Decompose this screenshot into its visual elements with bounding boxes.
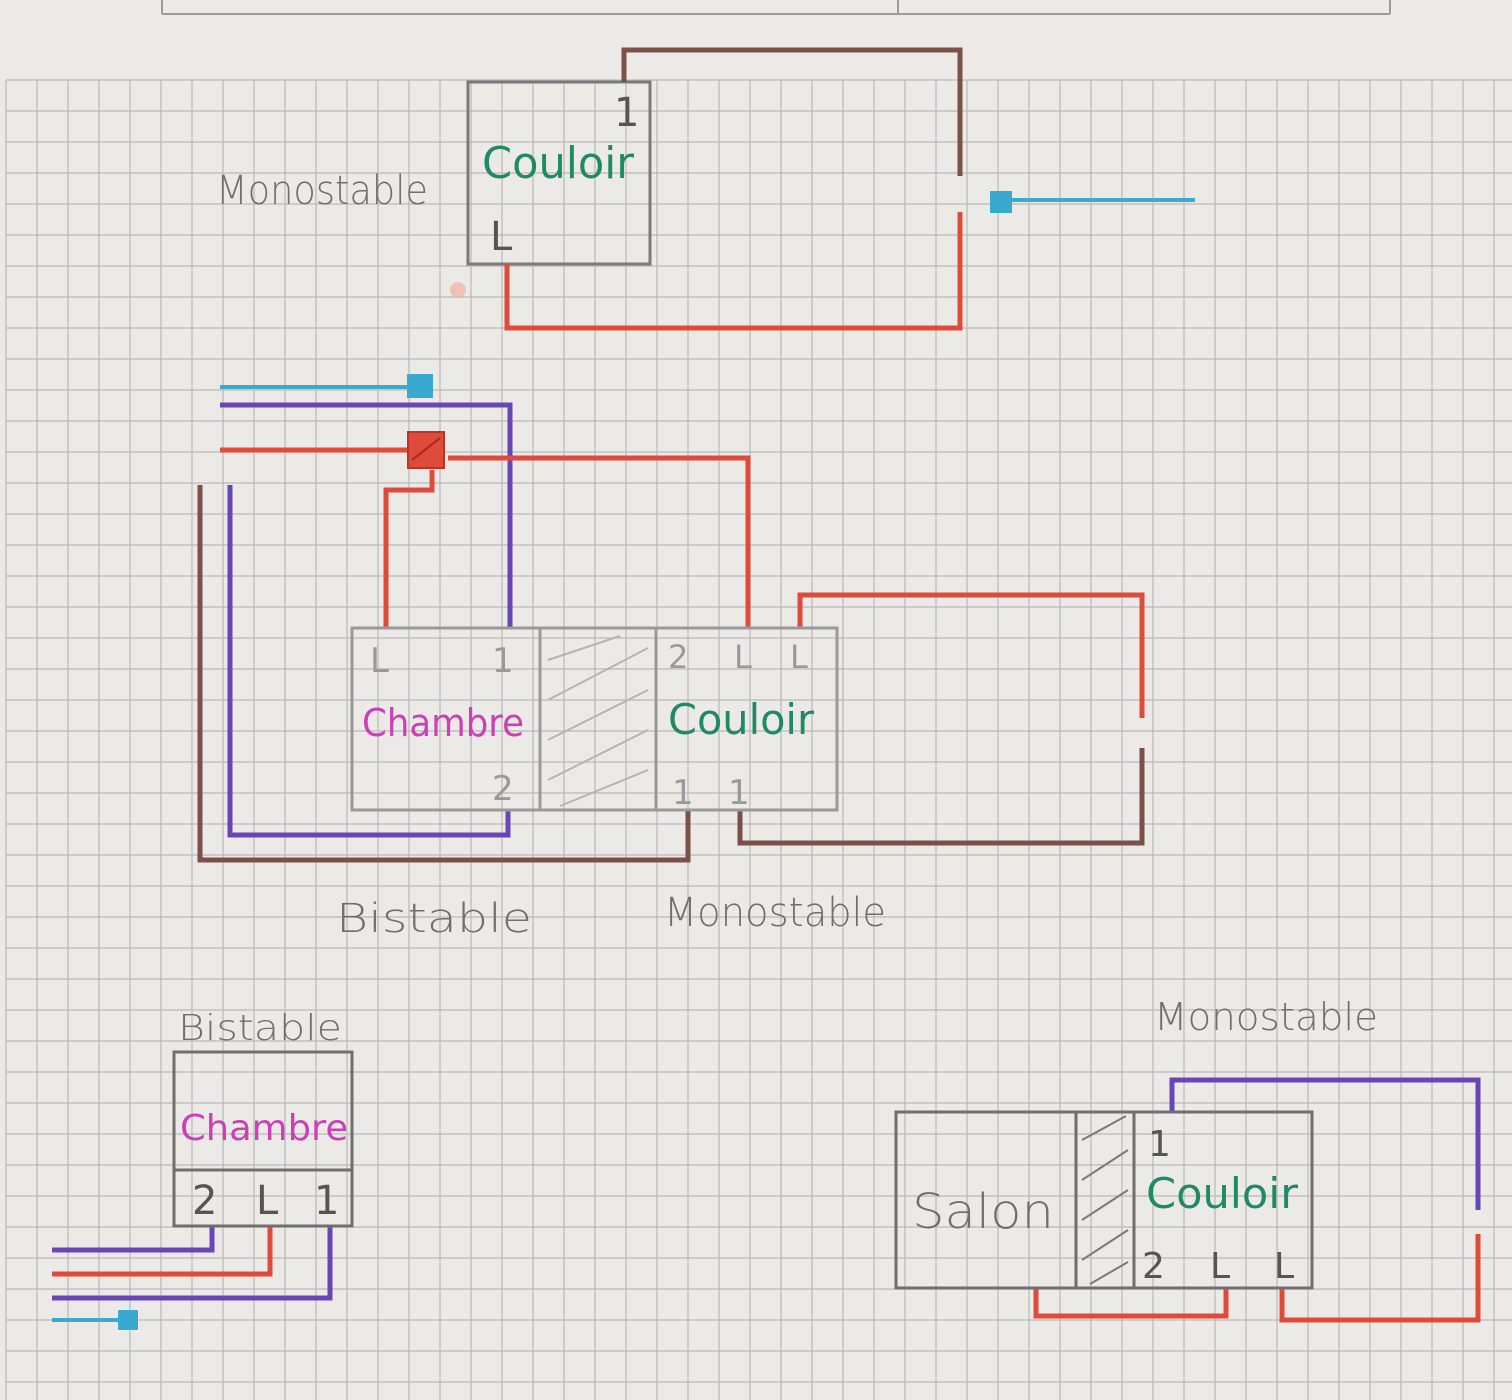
previous-page-edge xyxy=(161,0,1391,15)
brown-wire-couloir-1 xyxy=(197,485,691,863)
ink-smudge xyxy=(450,282,466,298)
diagram-4-salon-couloir-combo: Monostable Salon Couloir 1 2 L L xyxy=(894,995,1481,1323)
diagram-3-bistable-chambre: Bistable Chambre 2 L 1 xyxy=(52,1008,354,1330)
brown-return-wire xyxy=(737,748,1145,846)
chambre-terminal-l: L xyxy=(370,641,389,681)
purple-wire-chambre-2 xyxy=(227,485,511,838)
graph-paper-grid xyxy=(5,79,1512,1400)
diagram-2-chambre-couloir-combo: L 1 Chambre 2 2 L L Couloir 1 1 Bistable… xyxy=(197,374,1145,942)
couloir-terminal-1-a: 1 xyxy=(672,773,694,813)
couloir-terminal-1-b: 1 xyxy=(728,773,750,813)
red-bridge-wire xyxy=(1033,1288,1229,1319)
purple-wire-to-lamp xyxy=(1169,1077,1481,1210)
type-label-monostable: Monostable xyxy=(664,890,886,936)
terminal-l-2-label: L xyxy=(1274,1246,1294,1287)
combined-switch-box xyxy=(894,1110,1314,1290)
type-label-monostable: Monostable xyxy=(216,168,428,214)
switch-box-couloir xyxy=(466,80,652,266)
switch-label-chambre: Chambre xyxy=(180,1108,348,1149)
neutral-connector-blue xyxy=(407,374,433,398)
switch-label-couloir: Couloir xyxy=(482,138,635,189)
red-phase-to-chambre-l xyxy=(383,470,435,628)
type-label-monostable: Monostable xyxy=(1154,995,1378,1039)
switch-label-chambre: Chambre xyxy=(362,701,524,745)
terminal-l-label: L xyxy=(490,214,513,260)
couloir-terminal-l-1: L xyxy=(734,638,752,676)
purple-wire-to-chambre-1 xyxy=(220,402,513,628)
blank-module-hatch xyxy=(547,635,649,807)
chambre-terminal-1: 1 xyxy=(492,641,514,681)
switch-label-couloir: Couloir xyxy=(1146,1169,1299,1218)
terminal-2-label: 2 xyxy=(192,1178,217,1224)
couloir-terminal-l-2: L xyxy=(790,638,808,676)
chambre-terminal-2: 2 xyxy=(492,769,514,809)
terminal-l-label: L xyxy=(256,1178,279,1224)
couloir-terminal-2: 2 xyxy=(668,638,688,676)
red-phase-wire-terminal-l xyxy=(52,1226,273,1277)
terminal-l-1-label: L xyxy=(1210,1246,1230,1287)
lamp-connector-blue xyxy=(990,191,1012,213)
red-phase-wire xyxy=(504,212,963,331)
combined-switch-box xyxy=(350,626,839,812)
type-label-bistable: Bistable xyxy=(336,896,532,942)
diagram-1-monostable-couloir: Monostable Couloir 1 L xyxy=(216,47,1195,331)
terminal-1-label: 1 xyxy=(314,1178,339,1224)
neutral-connector-blue xyxy=(118,1310,138,1330)
terminal-1-label: 1 xyxy=(614,90,639,136)
switch-label-salon: Salon xyxy=(912,1184,1054,1240)
blank-module-hatch xyxy=(1081,1115,1129,1285)
purple-wire-terminal-1 xyxy=(52,1226,333,1301)
switch-label-couloir: Couloir xyxy=(668,695,815,744)
terminal-2-label: 2 xyxy=(1142,1246,1165,1287)
red-phase-to-couloir-l xyxy=(448,455,751,628)
type-label-bistable: Bistable xyxy=(178,1008,342,1049)
switch-box-chambre xyxy=(172,1050,354,1228)
red-wire-to-lamp xyxy=(1279,1234,1481,1323)
terminal-1-label: 1 xyxy=(1148,1124,1171,1165)
red-wire-to-lamp xyxy=(797,592,1145,718)
brown-return-wire xyxy=(621,47,963,176)
purple-wire-terminal-2 xyxy=(52,1226,215,1253)
